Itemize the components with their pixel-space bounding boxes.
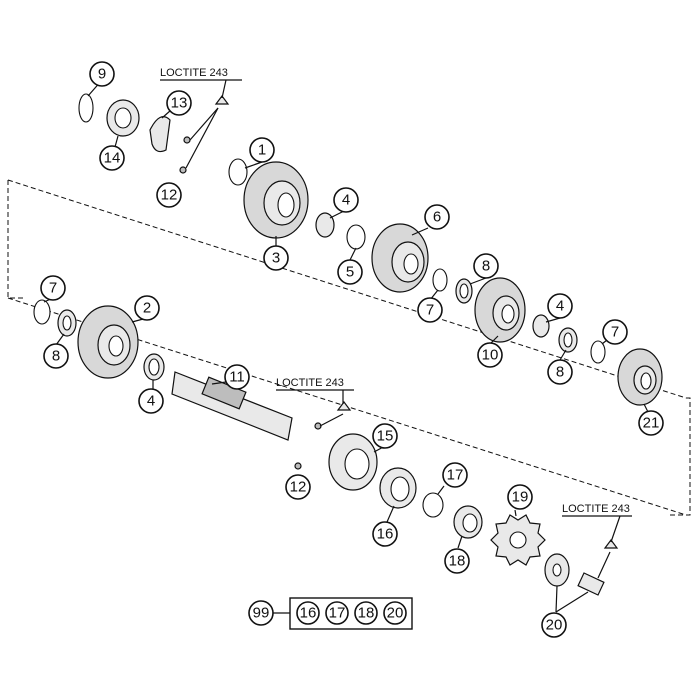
axis-line-top xyxy=(7,179,687,399)
thrust-washer-1 xyxy=(228,158,248,186)
svg-text:2: 2 xyxy=(143,300,151,317)
svg-text:7: 7 xyxy=(426,302,434,319)
callout-16: 16 xyxy=(372,521,398,547)
callout-7b: 7 xyxy=(602,319,628,345)
gear-3-bore xyxy=(277,192,295,218)
bearing-14-bore xyxy=(114,107,132,129)
svg-text:4: 4 xyxy=(342,192,350,209)
needle-bearing-4a xyxy=(315,212,335,238)
loctite-drop-2 xyxy=(336,401,352,411)
needle-bearing-4b xyxy=(532,314,550,338)
callout-8a: 8 xyxy=(473,253,499,279)
callout-6: 6 xyxy=(424,204,450,230)
callout-3: 3 xyxy=(263,245,289,271)
svg-text:21: 21 xyxy=(643,415,660,432)
callout-5: 5 xyxy=(337,259,363,285)
axis-frame-right xyxy=(670,397,691,516)
kit-item-20: 20 xyxy=(387,605,404,622)
callout-19: 19 xyxy=(507,484,533,510)
svg-text:7: 7 xyxy=(611,324,619,341)
callout-2: 2 xyxy=(134,295,160,321)
callout-20: 20 xyxy=(541,612,567,638)
callout-8b: 8 xyxy=(547,359,573,385)
callout-11: 11 xyxy=(224,364,250,390)
svg-text:19: 19 xyxy=(512,489,529,506)
svg-text:12: 12 xyxy=(161,187,178,204)
svg-text:8: 8 xyxy=(52,348,60,365)
svg-text:4: 4 xyxy=(147,393,155,410)
callout-4a: 4 xyxy=(333,187,359,213)
svg-text:3: 3 xyxy=(272,250,280,267)
loctite-label-3: LOCTITE 243 xyxy=(562,503,630,515)
callout-14: 14 xyxy=(99,145,125,171)
svg-text:11: 11 xyxy=(229,369,245,386)
loctite-label-1: LOCTITE 243 xyxy=(160,67,228,79)
svg-text:18: 18 xyxy=(449,553,466,570)
shaft-axis-frame xyxy=(7,180,26,299)
svg-text:1: 1 xyxy=(258,142,266,159)
svg-text:8: 8 xyxy=(556,364,564,381)
callout-4b: 4 xyxy=(547,293,573,319)
screw-small-a xyxy=(183,136,191,144)
callout-12b: 12 xyxy=(285,474,311,500)
svg-text:6: 6 xyxy=(433,209,441,226)
callout-10: 10 xyxy=(477,342,503,368)
callout-13: 13 xyxy=(166,90,192,116)
circlip-ring xyxy=(78,93,94,123)
callout-4c: 4 xyxy=(138,388,164,414)
svg-text:15: 15 xyxy=(377,428,394,445)
o-ring-17 xyxy=(422,492,444,518)
circlip-7c xyxy=(33,299,51,325)
svg-text:9: 9 xyxy=(98,66,106,83)
callout-7c: 7 xyxy=(40,275,66,301)
svg-text:16: 16 xyxy=(377,526,394,543)
callout-8c: 8 xyxy=(43,343,69,369)
svg-text:13: 13 xyxy=(171,95,188,112)
callout-18: 18 xyxy=(444,548,470,574)
svg-text:14: 14 xyxy=(104,150,121,167)
kit-main-number: 99 xyxy=(253,605,270,622)
kit-legend: 99 16 17 18 20 xyxy=(248,597,413,630)
svg-text:17: 17 xyxy=(447,467,464,484)
kit-item-16: 16 xyxy=(300,605,317,622)
svg-text:4: 4 xyxy=(556,298,564,315)
callout-1: 1 xyxy=(249,137,275,163)
callout-12a: 12 xyxy=(156,182,182,208)
callout-15: 15 xyxy=(372,423,398,449)
svg-text:8: 8 xyxy=(482,258,490,275)
loctite-label-2: LOCTITE 243 xyxy=(276,377,344,389)
screw-small-d xyxy=(294,462,302,470)
gear-6-bore xyxy=(403,253,419,275)
circlip-7b xyxy=(590,340,606,364)
washer-5 xyxy=(346,224,366,250)
callout-17: 17 xyxy=(442,462,468,488)
loctite-drop-3 xyxy=(603,539,619,549)
bolt-20 xyxy=(577,572,605,596)
svg-text:20: 20 xyxy=(546,617,563,634)
callout-7a: 7 xyxy=(417,297,443,323)
svg-text:10: 10 xyxy=(482,347,499,364)
callout-21: 21 xyxy=(638,410,664,436)
retainer-plate-13 xyxy=(149,116,171,153)
svg-text:5: 5 xyxy=(346,264,354,281)
loctite-drop-1 xyxy=(214,95,230,105)
callout-9: 9 xyxy=(89,61,115,87)
circlip-7a xyxy=(432,268,448,292)
screw-small-b xyxy=(179,166,187,174)
kit-item-18: 18 xyxy=(358,605,375,622)
svg-text:7: 7 xyxy=(49,280,57,297)
svg-text:12: 12 xyxy=(290,479,307,496)
kit-item-17: 17 xyxy=(329,605,346,622)
